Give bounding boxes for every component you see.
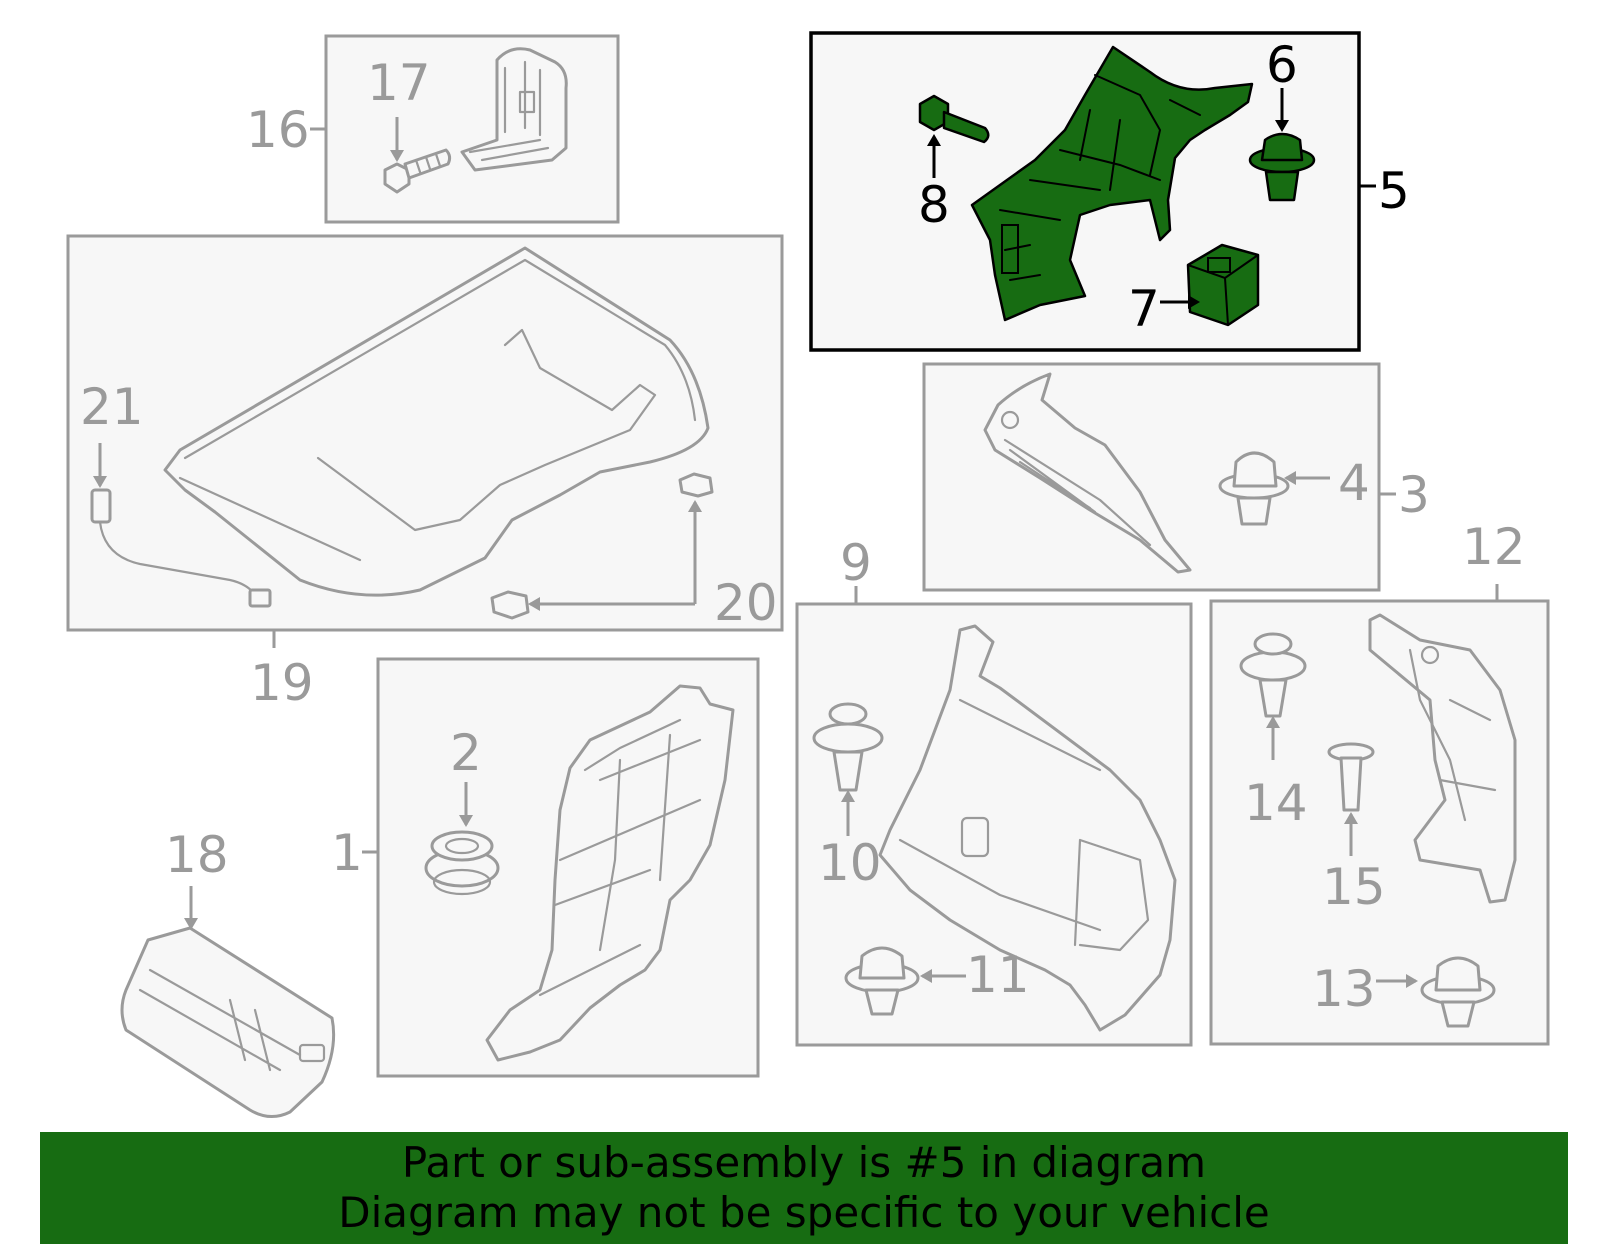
clip-20b-icon — [490, 590, 530, 620]
bracket-16-icon — [460, 47, 568, 172]
clip-6-icon — [1248, 132, 1316, 202]
callout-18: 18 — [165, 826, 229, 884]
callout-4: 4 — [1338, 454, 1370, 512]
clip-2-icon — [424, 830, 500, 896]
callout-20: 20 — [714, 574, 778, 632]
clip-13-icon — [1420, 956, 1496, 1028]
bolt-17-icon — [383, 148, 452, 194]
callout-14: 14 — [1244, 774, 1308, 832]
callout-5: 5 — [1378, 162, 1410, 220]
callout-10: 10 — [818, 834, 882, 892]
clip-4-icon — [1218, 451, 1290, 526]
clip-14-icon — [1239, 632, 1307, 718]
callout-11: 11 — [966, 946, 1030, 1004]
callout-1: 1 — [331, 824, 363, 882]
pin-15-icon — [1327, 742, 1375, 812]
bracket-12-icon — [1368, 613, 1517, 904]
callout-9: 9 — [840, 534, 872, 592]
trim-1-icon — [485, 684, 735, 1062]
callout-2: 2 — [450, 724, 482, 782]
callout-16: 16 — [246, 101, 310, 159]
callout-15: 15 — [1322, 858, 1386, 916]
callout-8: 8 — [918, 176, 950, 234]
banner-line-2: Diagram may not be specific to your vehi… — [338, 1188, 1270, 1237]
callout-17: 17 — [367, 54, 431, 112]
callout-13: 13 — [1312, 960, 1376, 1018]
clip-10-icon — [812, 702, 884, 792]
callout-21: 21 — [80, 378, 144, 436]
banner-line-1: Part or sub-assembly is #5 in diagram — [401, 1138, 1207, 1187]
callout-19: 19 — [250, 654, 314, 712]
callout-6: 6 — [1266, 36, 1298, 94]
callout-3: 3 — [1398, 466, 1430, 524]
panel-5-icon — [970, 45, 1254, 322]
trim-3-icon — [983, 372, 1192, 574]
notice-banner: Part or sub-assembly is #5 in diagram Di… — [40, 1132, 1568, 1244]
clip-20a-icon — [678, 472, 714, 498]
group-16-box — [310, 34, 620, 224]
cable-21-icon — [90, 488, 272, 608]
callout-7: 7 — [1128, 280, 1160, 338]
cover-19-icon — [163, 246, 710, 597]
tray-18-icon — [120, 926, 336, 1118]
callout-12: 12 — [1462, 518, 1526, 576]
bolt-8-icon — [918, 94, 990, 144]
block-7-icon — [1186, 243, 1260, 327]
clip-11-icon — [844, 946, 920, 1016]
trim-9-icon — [878, 624, 1177, 1032]
